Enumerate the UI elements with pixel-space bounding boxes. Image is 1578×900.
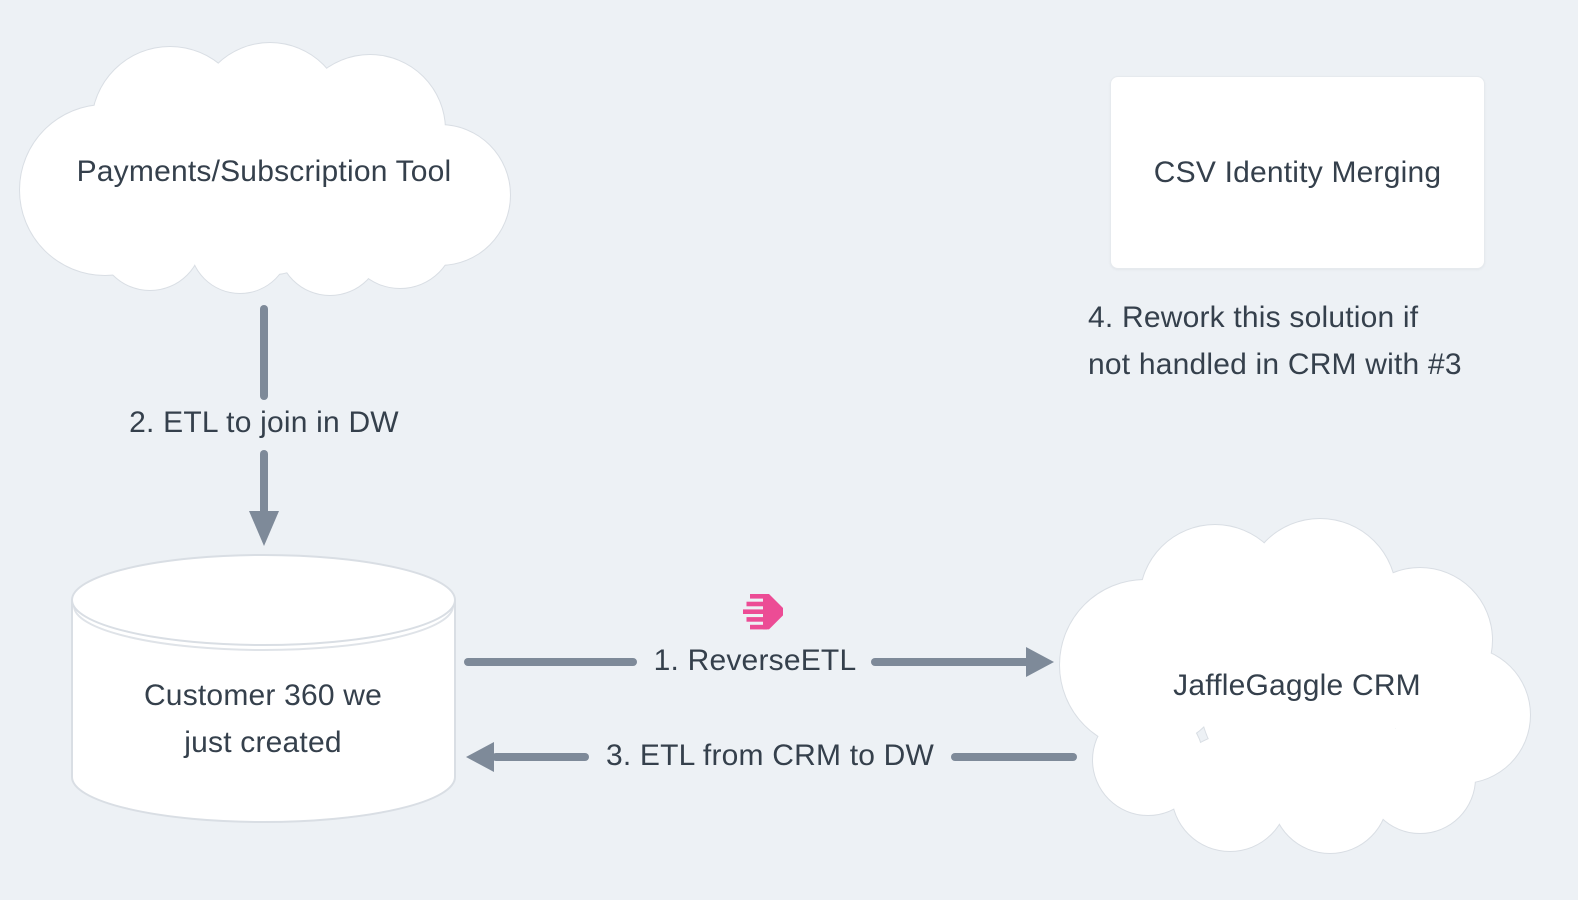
reverse-etl-tool-icon [743, 594, 783, 630]
customer360-label-line2: just created [184, 726, 342, 759]
edge-reverse-etl-label: 1. ReverseETL [653, 644, 857, 677]
rework-note: 4. Rework this solution if not handled i… [1088, 294, 1462, 388]
edge-etl-from-crm-label: 3. ETL from CRM to DW [605, 739, 935, 772]
customer360-cylinder-shape [71, 554, 456, 823]
csv-identity-merging-label: CSV Identity Merging [1153, 155, 1442, 189]
rework-note-line1: 4. Rework this solution if [1088, 301, 1419, 334]
jafflegaggle-cloud-label: JaffleGaggle CRM [1173, 669, 1421, 702]
jafflegaggle-cloud-shape [1059, 518, 1531, 854]
edge-etl-to-dw-label: 2. ETL to join in DW [129, 406, 399, 439]
customer360-cylinder-label: Customer 360 we just created [144, 672, 382, 766]
edge-etl-to-dw-arrow [249, 305, 279, 546]
customer360-label-line1: Customer 360 we [143, 679, 383, 712]
edge-reverse-etl-arrow [464, 647, 1054, 677]
payments-cloud-shape [19, 42, 511, 296]
rework-note-line2: not handled in CRM with #3 [1088, 348, 1462, 381]
csv-identity-merging-box: CSV Identity Merging [1110, 76, 1485, 269]
edge-etl-from-crm-arrow [466, 742, 1077, 772]
payments-cloud-label: Payments/Subscription Tool [76, 155, 452, 188]
